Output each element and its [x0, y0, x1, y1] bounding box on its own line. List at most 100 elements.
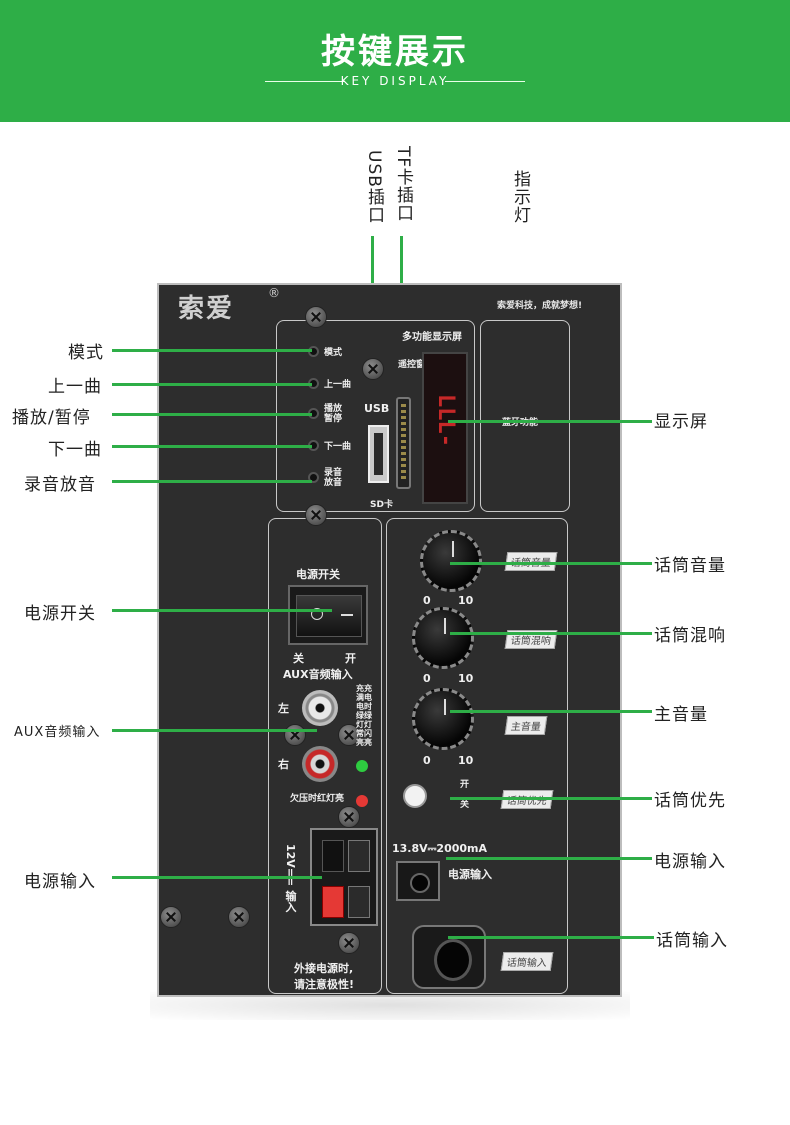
- aux-left-jack[interactable]: [302, 690, 338, 726]
- callout-line: [112, 609, 332, 612]
- sd-card-slot[interactable]: [396, 397, 411, 489]
- callout-line: [450, 632, 652, 635]
- knob-min-label: 0: [423, 594, 431, 607]
- callout-mic-input: 话筒输入: [656, 931, 728, 951]
- power-switch[interactable]: [288, 585, 368, 645]
- knob-max-label: 10: [458, 594, 474, 607]
- dc-spec-label: 13.8V⎓2000mA: [392, 842, 488, 855]
- callout-aux: AUX音频输入: [14, 725, 101, 740]
- top-left-section: [276, 320, 475, 512]
- ext-power-note-1: 外接电源时,: [294, 962, 354, 975]
- knob-max-label: 10: [458, 754, 474, 767]
- callout-mic-priority: 话筒优先: [654, 791, 726, 811]
- screw-icon: [160, 906, 182, 928]
- callout-mic-echo: 话筒混响: [654, 626, 726, 646]
- callout-line: [112, 383, 312, 386]
- callout-mode: 模式: [68, 343, 104, 363]
- usb-port[interactable]: [368, 425, 389, 483]
- callout-main-volume: 主音量: [654, 705, 708, 725]
- callout-power-switch: 电源开关: [24, 604, 96, 624]
- knob-max-label: 10: [458, 672, 474, 685]
- brand-slogan: 索爱科技，成就梦想!: [497, 301, 583, 311]
- screw-icon: [284, 724, 306, 746]
- low-voltage-label: 欠压时红灯亮: [290, 794, 345, 804]
- callout-tf-port: TF卡插口: [393, 146, 413, 223]
- low-voltage-led: [356, 795, 368, 807]
- screw-icon: [305, 306, 327, 328]
- mode-label: 模式: [324, 348, 343, 358]
- screw-icon: [362, 358, 384, 380]
- bluetooth-section: [480, 320, 570, 512]
- main-volume-knob[interactable]: [412, 688, 474, 750]
- dc-input-jack[interactable]: [396, 861, 440, 901]
- mic-priority-button[interactable]: [403, 784, 427, 808]
- callout-line: [446, 857, 652, 860]
- mic-volume-knob[interactable]: [420, 530, 482, 592]
- charge-led: [356, 760, 368, 772]
- knob-min-label: 0: [423, 754, 431, 767]
- dc-input-label: 电源输入: [448, 868, 492, 881]
- registered-mark: ®: [268, 286, 280, 300]
- screw-icon: [338, 806, 360, 828]
- switch-on-label: 开: [345, 652, 356, 665]
- ext-power-note-2: 请注意极性!: [294, 978, 355, 991]
- remote-window-label: 遥控窗口: [398, 360, 435, 370]
- callout-line: [112, 445, 312, 448]
- callout-mic-volume: 话筒音量: [654, 556, 726, 576]
- callout-line: [450, 797, 652, 800]
- charge-note: 充充 满电 电时 绿绿 灯灯 常闪 亮亮: [356, 684, 372, 747]
- screw-icon: [305, 504, 327, 526]
- mic-priority-off: 关: [460, 800, 470, 810]
- main-volume-tag: 主音量: [504, 716, 548, 735]
- header-banner: 按键展示 KEY DISPLAY: [0, 0, 790, 122]
- knob-min-label: 0: [423, 672, 431, 685]
- screw-icon: [228, 906, 250, 928]
- callout-line: [112, 876, 322, 879]
- aux-right-jack[interactable]: [302, 746, 338, 782]
- banner-title: 按键展示: [321, 32, 469, 72]
- sd-label: SD卡: [370, 500, 393, 510]
- brand-logo: 索爱: [178, 294, 235, 324]
- callout-line: [448, 420, 652, 423]
- callout-power-input: 电源输入: [24, 872, 96, 892]
- callout-power-input-right: 电源输入: [654, 852, 726, 872]
- callout-display: 显示屏: [654, 412, 708, 432]
- callout-line: [112, 729, 317, 732]
- screw-icon: [338, 932, 360, 954]
- callout-line: [112, 349, 312, 352]
- banner-divider-right: [445, 81, 525, 82]
- lcd-display: LLL-: [422, 352, 468, 504]
- display-title: 多功能显示屏: [402, 332, 462, 343]
- play-pause-label: 播放 暂停: [324, 404, 343, 424]
- record-play-label: 录音 放音: [324, 468, 343, 488]
- record-play-button[interactable]: [308, 472, 319, 483]
- callout-line: [112, 413, 312, 416]
- bluetooth-label: 蓝牙功能: [502, 418, 539, 428]
- callout-usb-port: USB插口: [364, 150, 384, 224]
- lower-right-section: [386, 518, 568, 994]
- next-track-label: 下一曲: [324, 442, 352, 452]
- banner-subtitle: KEY DISPLAY: [340, 74, 450, 88]
- aux-left-label: 左: [278, 702, 289, 715]
- callout-record-play: 录音放音: [24, 475, 96, 495]
- mic-echo-knob[interactable]: [412, 607, 474, 669]
- mic-priority-on: 开: [460, 780, 470, 790]
- aux-right-label: 右: [278, 758, 289, 771]
- callout-line: [450, 710, 652, 713]
- aux-title: AUX音频输入: [283, 668, 353, 681]
- power-switch-title: 电源开关: [296, 568, 340, 581]
- callout-prev-track: 上一曲: [48, 377, 102, 397]
- callout-line: [112, 480, 312, 483]
- callout-play-pause: 播放/暂停: [12, 408, 91, 428]
- mic-input-tag: 话筒输入: [500, 952, 554, 971]
- callout-indicator: 指示灯: [510, 170, 530, 224]
- screw-icon: [338, 724, 360, 746]
- mic-input-jack[interactable]: [412, 925, 486, 989]
- switch-off-label: 关: [293, 652, 304, 665]
- callout-line: [450, 562, 652, 565]
- callout-line: [448, 936, 654, 939]
- callout-next-track: 下一曲: [48, 440, 102, 460]
- prev-track-label: 上一曲: [324, 380, 352, 390]
- banner-divider-left: [265, 81, 345, 82]
- usb-label: USB: [364, 402, 390, 415]
